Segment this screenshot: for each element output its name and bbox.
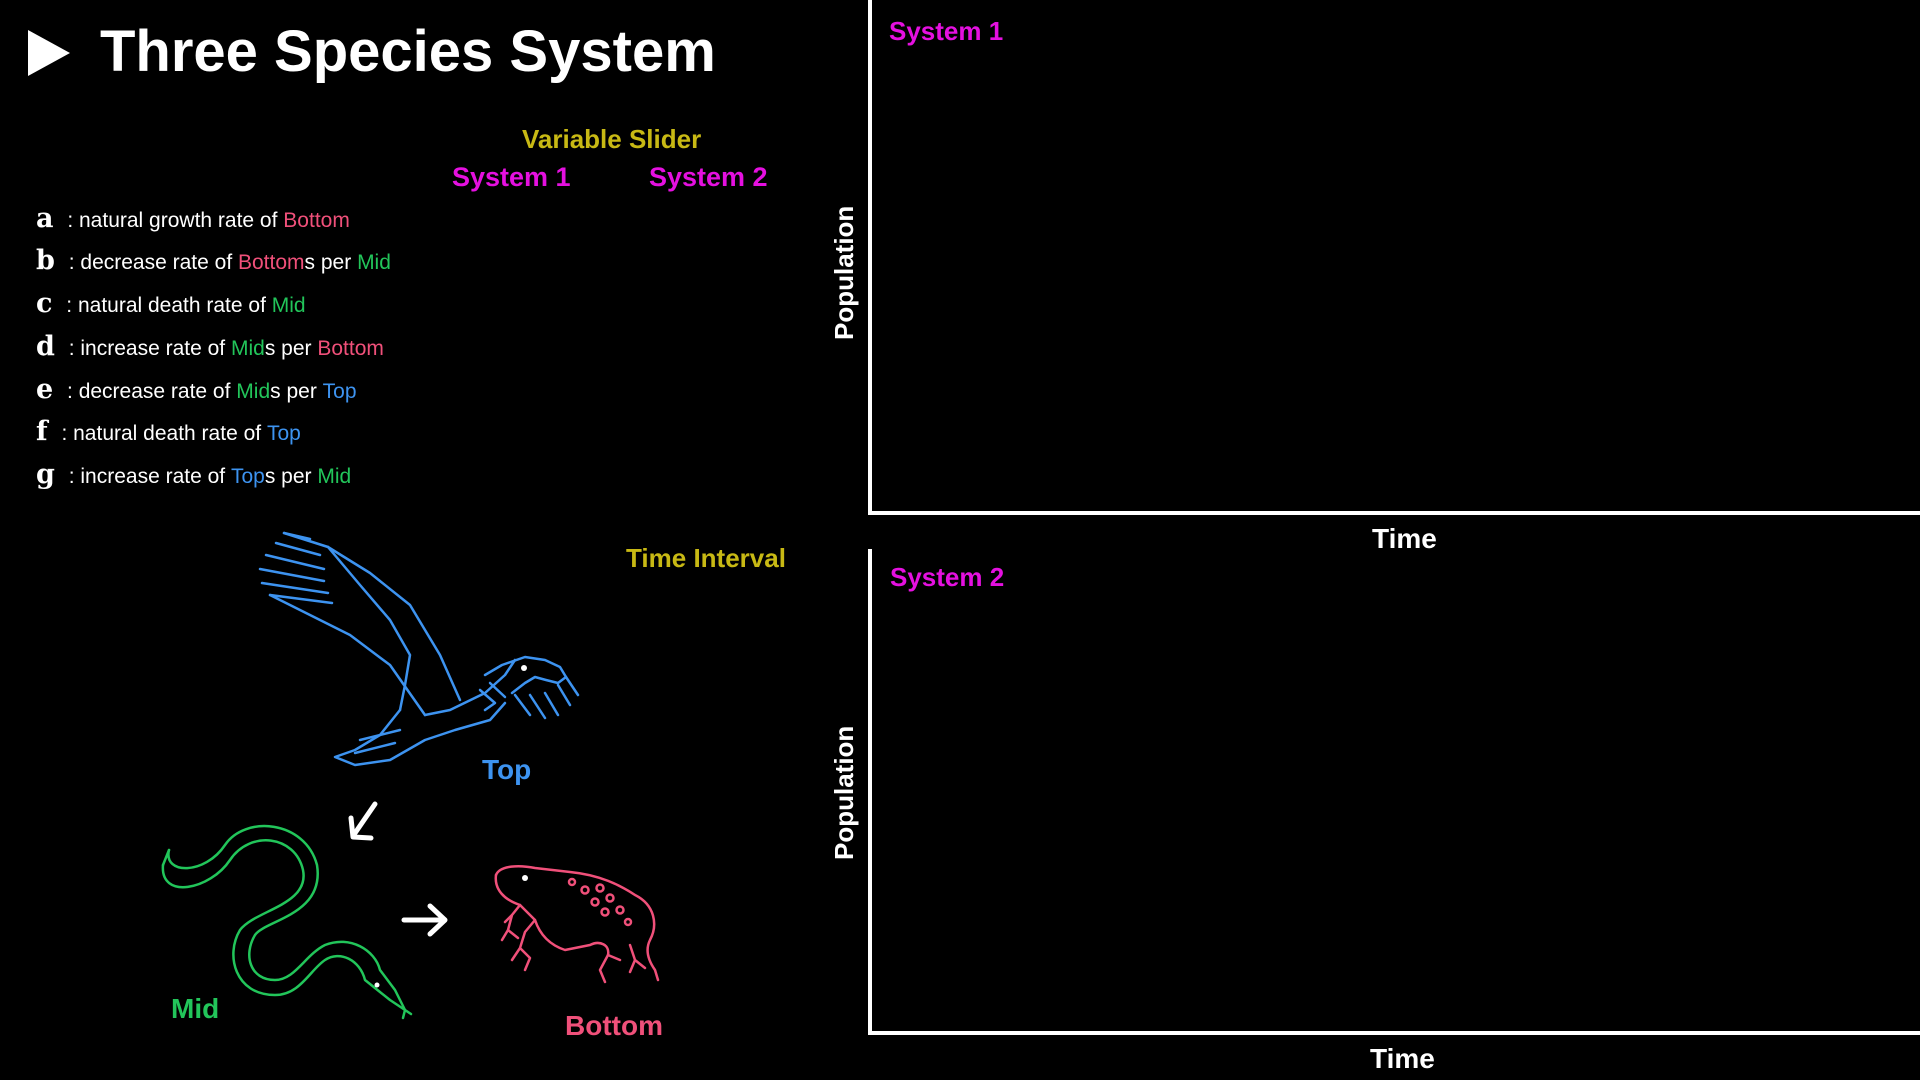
variable-desc-part: s per bbox=[304, 251, 358, 274]
variable-desc-part: Top bbox=[266, 422, 301, 445]
variable-desc-part: s per bbox=[264, 465, 318, 488]
variable-letter: a bbox=[36, 203, 54, 234]
variable-letter: e bbox=[36, 374, 54, 405]
frog-icon bbox=[494, 865, 660, 984]
variable-letter: f bbox=[36, 416, 48, 447]
plot-system1-axes bbox=[868, 0, 1920, 515]
variable-letter: c bbox=[36, 288, 53, 319]
variable-letter: g bbox=[36, 459, 55, 490]
variable-row-a: a : natural growth rate of Bottom bbox=[36, 203, 350, 234]
plot-system2-axes bbox=[868, 549, 1920, 1035]
variable-letter: b bbox=[36, 245, 55, 276]
variable-letter: d bbox=[36, 331, 55, 362]
variable-desc-part: Mid bbox=[357, 251, 391, 274]
page-title: Three Species System bbox=[100, 19, 716, 84]
variable-desc-part: Top bbox=[230, 465, 265, 488]
eagle-icon bbox=[258, 531, 580, 767]
variable-desc-part: Mid bbox=[271, 294, 306, 317]
variable-desc-part: : increase rate of bbox=[62, 465, 231, 488]
time-interval-label: Time Interval bbox=[626, 543, 786, 573]
species-label-top: Top bbox=[482, 754, 532, 785]
variable-desc-part: Mid bbox=[236, 380, 271, 403]
variable-desc-part: : increase rate of bbox=[62, 337, 231, 360]
variable-desc-part: : natural growth rate of bbox=[61, 209, 284, 232]
plot-system1-title: System 1 bbox=[889, 16, 1004, 46]
system1-column-heading: System 1 bbox=[452, 162, 571, 192]
variable-row-f: f : natural death rate of Top bbox=[36, 416, 301, 447]
variable-desc-part: s per bbox=[270, 380, 323, 403]
variable-desc-part: Bottom bbox=[283, 209, 350, 232]
variable-desc-part: : decrease rate of bbox=[61, 380, 237, 403]
variable-desc-part: Mid bbox=[230, 337, 265, 360]
plot-system2-xlabel: Time bbox=[1370, 1043, 1435, 1074]
species-label-mid: Mid bbox=[171, 993, 220, 1024]
play-icon[interactable] bbox=[28, 30, 70, 76]
variable-desc-part: Top bbox=[322, 380, 357, 403]
variable-row-c: c : natural death rate of Mid bbox=[36, 288, 306, 319]
variable-desc-part: Mid bbox=[317, 465, 352, 488]
variable-desc-part: : natural death rate of bbox=[60, 294, 272, 317]
variable-slider-title: Variable Slider bbox=[522, 124, 702, 154]
variable-desc-part: : decrease rate of bbox=[62, 251, 238, 274]
variable-desc-part: : natural death rate of bbox=[55, 422, 267, 445]
plot-system2-title: System 2 bbox=[890, 562, 1005, 592]
species-label-bottom: Bottom bbox=[565, 1010, 663, 1041]
variable-desc-part: Bottom bbox=[238, 251, 305, 274]
plot-system2-ylabel: Population bbox=[829, 725, 859, 860]
arrow-down-left-icon bbox=[348, 801, 378, 841]
variable-desc-part: Bottom bbox=[317, 337, 384, 360]
plot-system1-ylabel: Population bbox=[829, 205, 859, 340]
variable-desc-part: s per bbox=[264, 337, 318, 360]
arrow-right-icon bbox=[401, 903, 448, 937]
system2-column-heading: System 2 bbox=[649, 162, 768, 192]
snake-icon bbox=[161, 824, 413, 1020]
plot-system1-xlabel: Time bbox=[1372, 523, 1437, 554]
